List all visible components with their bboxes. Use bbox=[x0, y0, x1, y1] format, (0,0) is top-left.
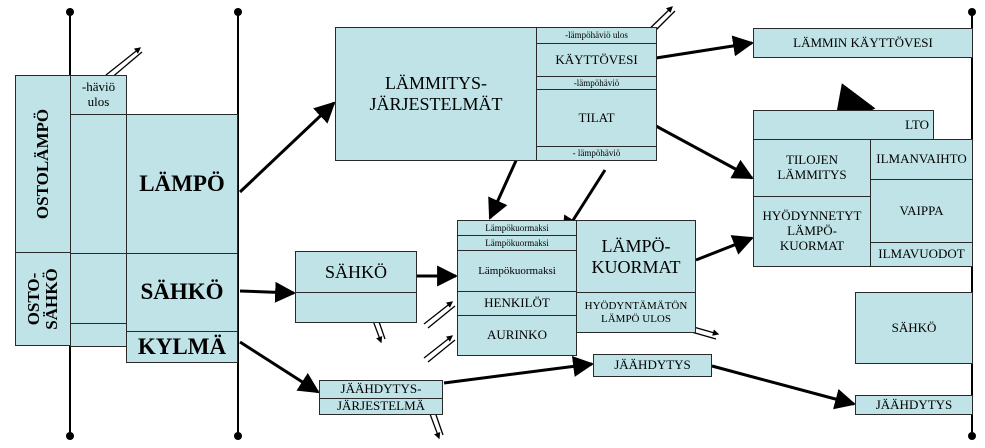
henkilot-box: HENKILÖT bbox=[457, 291, 577, 316]
arrow-lampo-to-heating bbox=[238, 101, 336, 194]
lampokuormaksi-3: Lämpökuormaksi bbox=[457, 250, 577, 292]
aurinko-box: AURINKO bbox=[457, 315, 577, 356]
center-sahko-lower bbox=[295, 292, 417, 323]
arrow-lampokuormat-to-hyodynnetyt bbox=[695, 235, 754, 262]
lampokuormaksi-1: Lämpökuormaksi bbox=[457, 220, 577, 236]
gain-arrow-henkilot bbox=[423, 301, 456, 329]
lampo-box: LÄMPÖ bbox=[126, 114, 238, 254]
ostolampo-label: OSTOLÄMPÖ bbox=[33, 108, 53, 220]
right-sahko-box: SÄHKÖ bbox=[855, 292, 973, 364]
jaahdytysjarjestelma-box-bottom: JÄRJESTELMÄ bbox=[319, 398, 443, 415]
column-segment bbox=[70, 253, 127, 324]
arrow-heating-to-tilojen bbox=[655, 124, 754, 180]
ilmanvaihto-box: ILMANVAIHTO bbox=[870, 139, 973, 180]
kayttovesi-box: KÄYTTÖVESI bbox=[536, 43, 657, 77]
arrow-kylma-to-cooling bbox=[239, 340, 320, 394]
column-segment bbox=[70, 114, 127, 254]
lampokuormat-box: LÄMPÖ- KUORMAT bbox=[576, 220, 696, 293]
arrow-jaahdytys-mid-to-right bbox=[711, 364, 857, 410]
boundary-dot bbox=[66, 8, 74, 16]
lampokuormaksi-2: Lämpökuormaksi bbox=[457, 235, 577, 251]
heating-loss-top: -lämpöhäviö ulos bbox=[536, 27, 657, 44]
lto-label: LTO bbox=[905, 116, 929, 132]
kylma-box: KYLMÄ bbox=[126, 331, 238, 363]
vaippa-box: VAIPPA bbox=[870, 179, 973, 243]
arrow-cooling-to-jaahdytys-mid bbox=[443, 355, 595, 385]
boundary-dot bbox=[234, 8, 242, 16]
lammin-kayttovesi-box: LÄMMIN KÄYTTÖVESI bbox=[753, 28, 973, 58]
arrow-sahko-to-center bbox=[239, 281, 297, 303]
sahko-box: SÄHKÖ bbox=[126, 253, 238, 332]
loss-arrow-cooling-down bbox=[429, 411, 444, 440]
gain-arrow-aurinko bbox=[423, 335, 456, 363]
ostosahko-box: OSTO- SÄHKÖ bbox=[15, 252, 71, 346]
jaahdytysjarjestelma-box-top: JÄÄHDYTYS- bbox=[319, 380, 443, 399]
havio-ulos-box: -häviö ulos bbox=[70, 75, 127, 115]
heating-loss-mid: -lämpöhäviö bbox=[536, 76, 657, 90]
heating-loss-bottom: - lämpöhäviö bbox=[536, 146, 657, 161]
arrow-kayttovesi-to-right bbox=[655, 35, 755, 60]
hyodyntamaton-box: HYÖDYNTÄMÄTÖN LÄMPÖ ULOS bbox=[576, 292, 696, 333]
tilat-box: TILAT bbox=[536, 89, 657, 147]
loss-arrow-left bbox=[105, 47, 143, 80]
boundary-dot bbox=[234, 432, 242, 440]
ostolampo-box: OSTOLÄMPÖ bbox=[15, 75, 71, 253]
boundary-dot bbox=[968, 8, 976, 16]
column-segment bbox=[70, 323, 127, 347]
hyodynnetyt-box: HYÖDYNNETYT LÄMPÖ- KUORMAT bbox=[753, 196, 871, 267]
boundary-dot bbox=[968, 432, 976, 440]
tilojen-lammitys-box: TILOJEN LÄMMITYS bbox=[753, 139, 871, 197]
lto-box: LTO bbox=[753, 110, 934, 140]
center-sahko-box: SÄHKÖ bbox=[295, 251, 417, 293]
jaahdytys-mid-box: JÄÄHDYTYS bbox=[593, 354, 712, 377]
ilmavuodot-box: ILMAVUODOT bbox=[870, 242, 973, 267]
boundary-dot bbox=[66, 432, 74, 440]
ostosahko-label: OSTO- SÄHKÖ bbox=[24, 268, 61, 330]
heating-systems-box: LÄMMITYS- JÄRJESTELMÄT bbox=[335, 27, 537, 161]
right-jaahdytys-box: JÄÄHDYTYS bbox=[855, 395, 973, 415]
